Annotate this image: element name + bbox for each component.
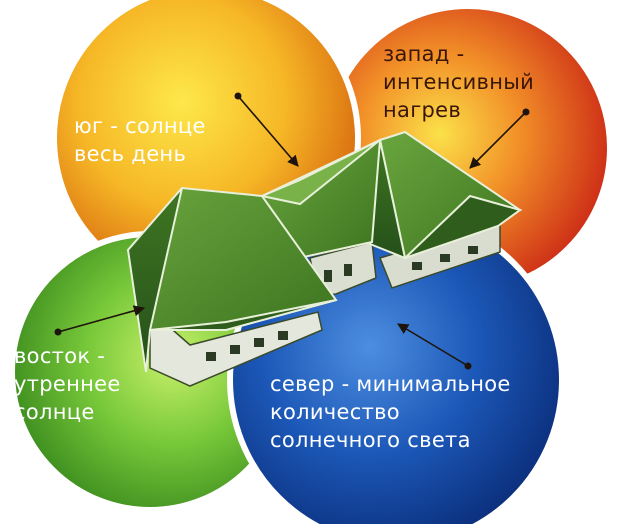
zone-label-east-line: восток -	[14, 344, 106, 368]
zone-label-east-line: утреннее	[14, 372, 121, 396]
zone-label-west: запад - интенсивный нагрев	[383, 40, 534, 124]
zone-label-east: восток - утреннее солнце	[14, 342, 121, 426]
house-windows	[206, 246, 478, 361]
zone-label-south-line: весь день	[74, 142, 187, 166]
direction-arrows	[57, 95, 527, 367]
zone-label-north-line: солнечного света	[270, 428, 471, 452]
roof-center-ridge	[258, 139, 381, 206]
zone-label-south-line: юг - солнце	[74, 114, 206, 138]
arrow-north	[397, 323, 469, 367]
zone-label-east-line: солнце	[14, 400, 95, 424]
arrow-east	[57, 305, 146, 333]
house-illustration	[126, 130, 523, 387]
arrow-tails	[54, 92, 530, 370]
zone-label-west-line: нагрев	[383, 98, 462, 122]
roof-right-gable	[404, 194, 523, 259]
zone-label-west-line: запад -	[383, 42, 465, 66]
zone-label-north: север - минимальное количество солнечног…	[270, 370, 511, 454]
roof-left-gable	[149, 299, 337, 331]
zone-label-north-line: север - минимальное	[270, 372, 511, 396]
zone-label-north-line: количество	[270, 400, 400, 424]
zone-label-west-line: интенсивный	[383, 70, 535, 94]
zone-label-south: юг - солнце весь день	[74, 112, 206, 168]
arrow-south	[237, 95, 299, 167]
arrow-west	[469, 111, 527, 169]
